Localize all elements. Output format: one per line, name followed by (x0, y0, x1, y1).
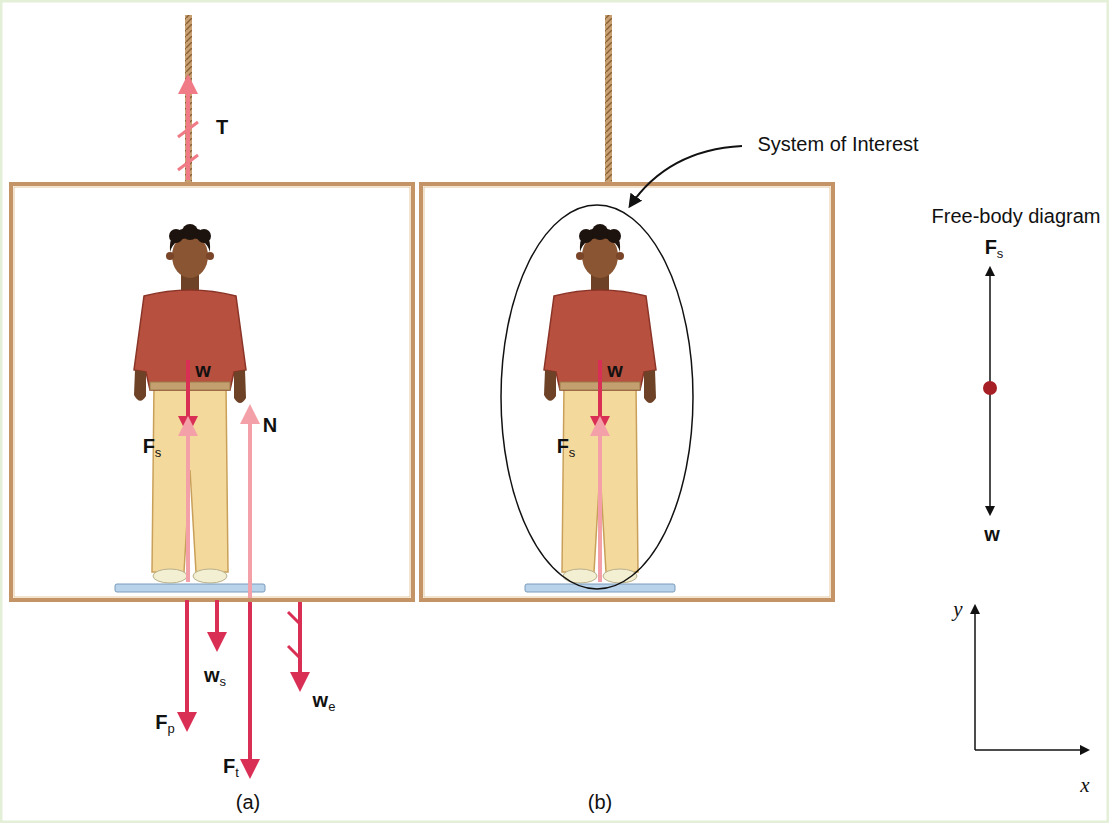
person-force-arrow (185, 600, 189, 728)
scale (115, 584, 265, 592)
axis-label: x (1080, 774, 1089, 797)
force-label: w (607, 359, 623, 381)
elevator-car (11, 184, 413, 600)
axes (975, 606, 1088, 750)
axis-label: y (953, 598, 962, 621)
panel-label: (a) (236, 791, 260, 813)
force-label: Fs (557, 435, 576, 457)
force-label: we (313, 689, 336, 711)
force-label: Ft (223, 755, 239, 777)
force-label: w (195, 359, 211, 381)
system-boundary (501, 205, 693, 589)
normal-arrow (248, 408, 252, 598)
point-mass (983, 381, 997, 395)
weight-arrow (989, 394, 991, 514)
elevator-car (421, 184, 833, 600)
scale-force-arrow (186, 420, 190, 582)
callout-label: System of Interest (757, 133, 918, 155)
person (134, 224, 246, 583)
force-label: ws (204, 664, 226, 686)
force-label: N (263, 414, 277, 436)
free-body-diagram (983, 268, 997, 514)
callout-arrow (630, 146, 742, 206)
person (544, 224, 656, 583)
elevator-a (11, 15, 413, 775)
force-label: T (216, 116, 228, 138)
total-force-arrow (248, 602, 252, 775)
force-label: Fp (155, 711, 174, 733)
force-label: Fs (985, 236, 1004, 258)
elevator-b (421, 15, 833, 600)
diagram-heading: Free-body diagram (932, 205, 1101, 227)
elevator-weight-arrow (298, 602, 302, 688)
scale-weight-arrow (215, 600, 219, 648)
force-label: Fs (143, 435, 162, 457)
scale-force-arrow (598, 420, 602, 582)
y-axis (974, 606, 976, 750)
x-axis (975, 749, 1088, 751)
panel-label: (b) (588, 791, 612, 813)
scale-force-arrow (989, 268, 991, 382)
rope (605, 15, 612, 185)
scale (525, 584, 675, 592)
force-label: w (984, 523, 1000, 545)
